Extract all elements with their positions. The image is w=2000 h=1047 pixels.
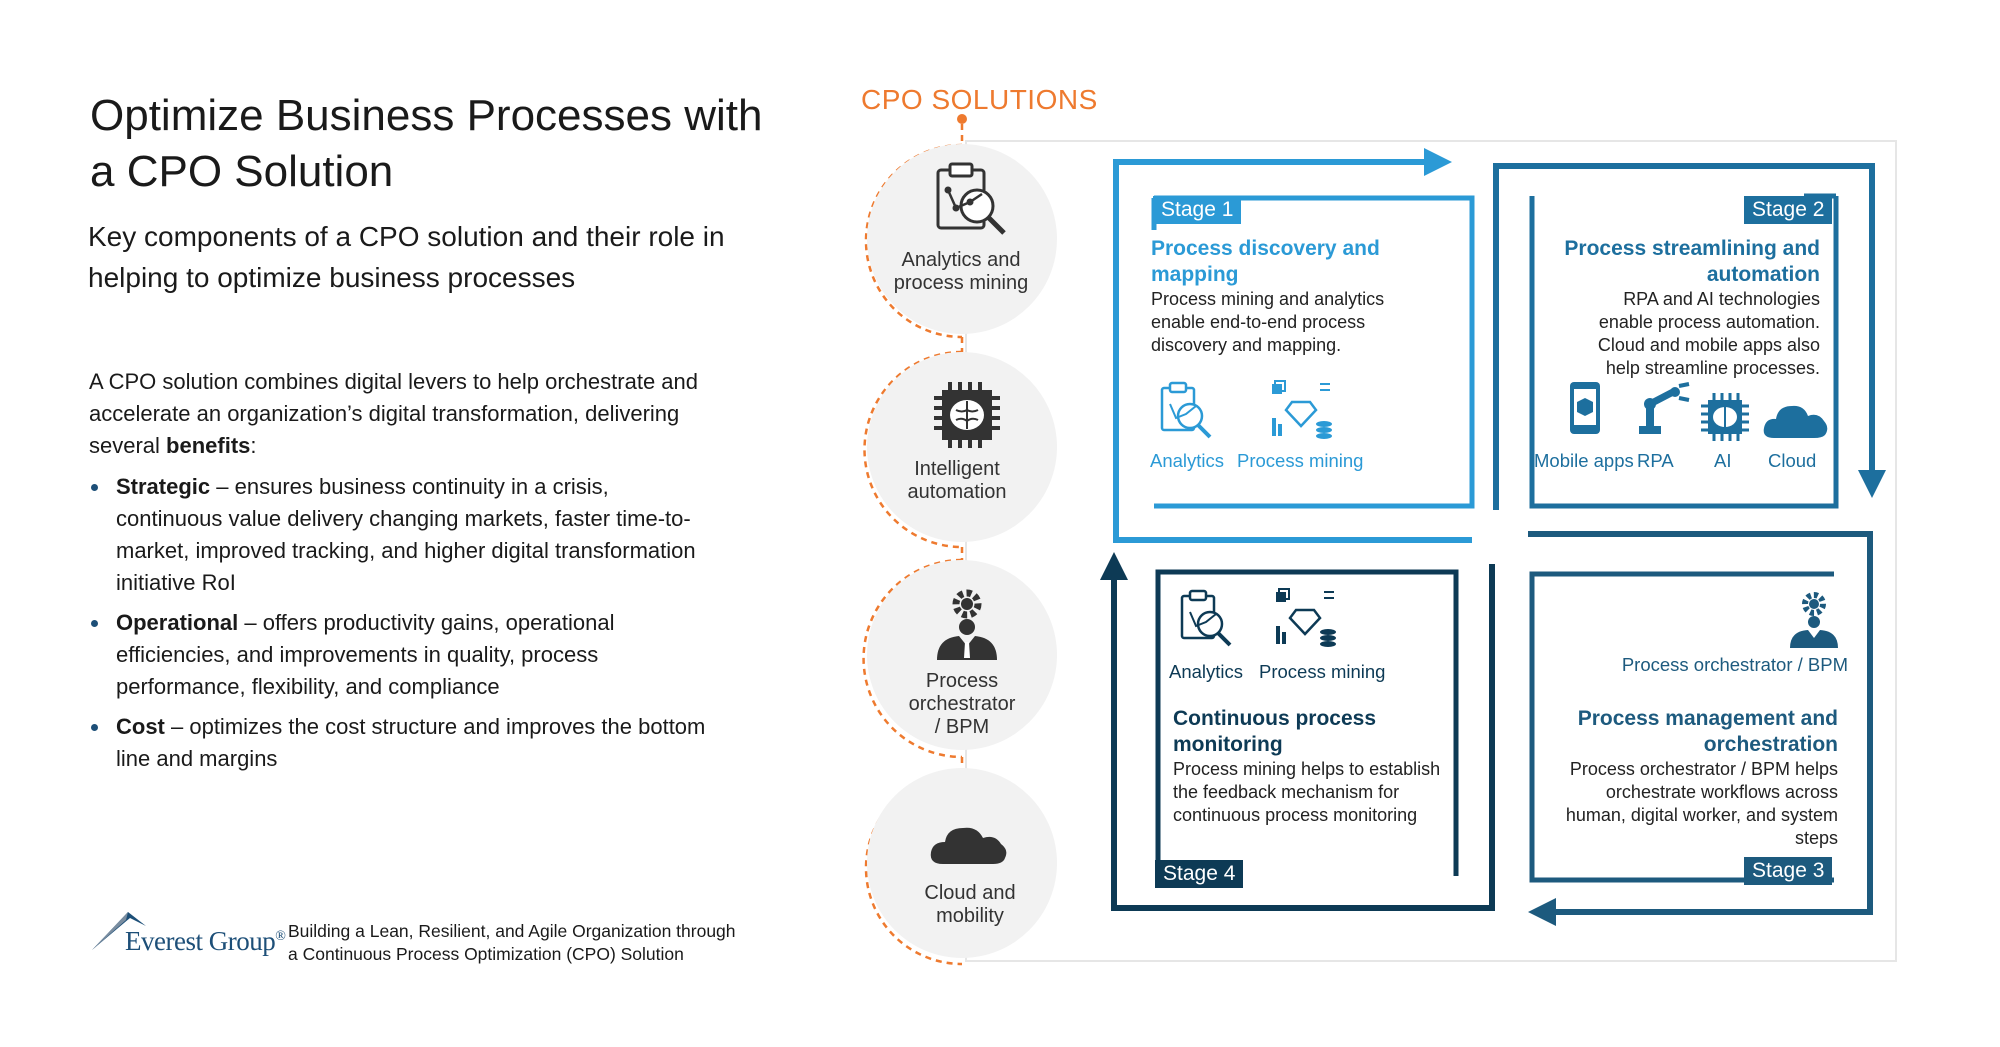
stage1-tag: Stage 1 bbox=[1153, 196, 1242, 224]
stage4-icon-label-analytics: Analytics bbox=[1169, 661, 1244, 682]
page-title: Optimize Business Processes with a CPO S… bbox=[90, 91, 763, 196]
footer-line2: a Continuous Process Optimization (CPO) … bbox=[288, 944, 684, 964]
clipboard-analytics-icon bbox=[936, 162, 1006, 235]
body-line: continuous process monitoring bbox=[1173, 805, 1418, 825]
body-line: Process mining helps to establish bbox=[1173, 759, 1441, 779]
stage1-icon-label-analytics: Analytics bbox=[1150, 450, 1225, 471]
label-line: Cloud and bbox=[924, 882, 1016, 904]
cpo-panel bbox=[965, 140, 1897, 962]
benefit-name: Operational bbox=[116, 610, 239, 635]
component-label-analytics: Analytics and process mining bbox=[871, 249, 1051, 295]
heading-line: Process discovery and bbox=[1151, 237, 1380, 260]
stage3-heading: Process management and orchestration bbox=[1500, 706, 1838, 758]
stage3-icon-label-orchestrator: Process orchestrator / BPM bbox=[1621, 654, 1848, 675]
label-line: process mining bbox=[893, 272, 1029, 294]
body-line: Process mining and analytics bbox=[1151, 289, 1385, 309]
label-line: mobility bbox=[936, 905, 1004, 927]
stage4-body: Process mining helps to establish the fe… bbox=[1173, 758, 1473, 827]
chip-brain-icon bbox=[934, 382, 1000, 448]
heading-line: monitoring bbox=[1173, 733, 1283, 756]
body-line: enable process automation. bbox=[1598, 312, 1820, 332]
orchestrator-icon bbox=[1790, 592, 1838, 648]
body-line: discovery and mapping. bbox=[1151, 335, 1342, 355]
body-line: RPA and AI technologies bbox=[1623, 289, 1820, 309]
logo-mark: ® bbox=[275, 929, 286, 944]
cpo-solutions-heading: CPO SOLUTIONS bbox=[861, 84, 1098, 115]
body-line: Cloud and mobile apps also bbox=[1597, 335, 1820, 355]
stage1-icon-label-mining: Process mining bbox=[1237, 450, 1364, 471]
everest-logo-text: Everest Group® bbox=[125, 926, 286, 957]
stage2-icon-label-mobile: Mobile apps bbox=[1534, 450, 1634, 471]
everest-logo-mountain-icon bbox=[92, 912, 146, 950]
component-label-orchestrator: Process orchestrator / BPM bbox=[872, 670, 1052, 739]
stage2-heading: Process streamlining and automation bbox=[1480, 236, 1820, 288]
heading-line: automation bbox=[1706, 263, 1820, 286]
intro-paragraph: A CPO solution combines digital levers t… bbox=[89, 366, 729, 462]
stage1-content: Process discovery and mapping Process min… bbox=[1151, 236, 1481, 357]
body-line: steps bbox=[1794, 828, 1838, 848]
heading-line: Process management and bbox=[1577, 707, 1838, 730]
stage2-body: RPA and AI technologies enable process a… bbox=[1480, 288, 1820, 380]
mobile-app-icon bbox=[1570, 382, 1600, 434]
benefit-name: Cost bbox=[116, 714, 165, 739]
label-line: automation bbox=[907, 481, 1007, 503]
label-line: Intelligent bbox=[914, 458, 1000, 480]
analytics-icon bbox=[1160, 381, 1212, 439]
footer-line1: Building a Lean, Resilient, and Agile Or… bbox=[288, 921, 736, 941]
cloud-icon bbox=[930, 827, 1007, 864]
orchestrator-person-icon bbox=[937, 589, 997, 660]
body-line: human, digital worker, and system bbox=[1565, 805, 1838, 825]
ai-chip-icon bbox=[1701, 393, 1749, 441]
label-line: Analytics and bbox=[901, 249, 1021, 271]
stage1-body: Process mining and analytics enable end-… bbox=[1151, 288, 1481, 357]
cloud-small-icon bbox=[1763, 405, 1828, 438]
analytics-icon-stage4 bbox=[1180, 589, 1232, 647]
intro-text: A CPO solution combines digital levers t… bbox=[89, 369, 698, 458]
heading-line: orchestration bbox=[1703, 733, 1838, 756]
stage4-tag: Stage 4 bbox=[1155, 860, 1244, 888]
component-label-cloud: Cloud and mobility bbox=[880, 882, 1060, 928]
stage-cycle-frames bbox=[1100, 148, 1886, 926]
process-mining-icon-stage4 bbox=[1276, 588, 1336, 647]
stage4-content: Continuous process monitoring Process min… bbox=[1173, 706, 1473, 827]
logo-name: Everest Group bbox=[125, 926, 276, 956]
benefit-strategic: Strategic – ensures business continuity … bbox=[89, 471, 709, 599]
footer-caption: Building a Lean, Resilient, and Agile Or… bbox=[288, 920, 808, 966]
heading-line: mapping bbox=[1151, 263, 1239, 286]
stage3-tag: Stage 3 bbox=[1744, 857, 1833, 885]
stage4-heading: Continuous process monitoring bbox=[1173, 706, 1473, 758]
label-line: Process bbox=[925, 670, 999, 692]
body-line: the feedback mechanism for bbox=[1173, 782, 1400, 802]
body-line: help streamline processes. bbox=[1605, 358, 1820, 378]
label-line: orchestrator bbox=[908, 693, 1016, 715]
component-label-automation: Intelligent automation bbox=[867, 458, 1047, 504]
benefit-cost: Cost – optimizes the cost structure and … bbox=[89, 711, 709, 775]
heading-line: Continuous process bbox=[1173, 707, 1377, 730]
rpa-robot-arm-icon bbox=[1639, 382, 1690, 434]
body-line: orchestrate workflows across bbox=[1605, 782, 1838, 802]
stage4-icon-label-mining: Process mining bbox=[1259, 661, 1386, 682]
benefit-text: – optimizes the cost structure and impro… bbox=[116, 714, 706, 771]
heading-line: Process streamlining and bbox=[1564, 237, 1820, 260]
benefits-list: Strategic – ensures business continuity … bbox=[89, 471, 709, 783]
stage2-icon-label-rpa: RPA bbox=[1637, 450, 1674, 471]
benefit-text: – ensures business continuity in a crisi… bbox=[116, 474, 696, 595]
stage2-icon-label-ai: AI bbox=[1714, 450, 1732, 471]
page-subtitle: Key components of a CPO solution and the… bbox=[88, 221, 725, 293]
intro-end: : bbox=[250, 433, 257, 458]
process-mining-icon bbox=[1272, 380, 1332, 439]
stage2-tag: Stage 2 bbox=[1744, 196, 1833, 224]
intro-bold: benefits bbox=[166, 433, 251, 458]
stage2-icon-label-cloud: Cloud bbox=[1768, 450, 1817, 471]
stage1-heading: Process discovery and mapping bbox=[1151, 236, 1481, 288]
body-line: Process orchestrator / BPM helps bbox=[1569, 759, 1838, 779]
benefit-text: – offers productivity gains, operational… bbox=[116, 610, 615, 699]
body-line: enable end-to-end process bbox=[1151, 312, 1366, 332]
stage3-body: Process orchestrator / BPM helps orchest… bbox=[1500, 758, 1838, 850]
stage3-content: Process management and orchestration Proc… bbox=[1500, 706, 1838, 850]
label-line: / BPM bbox=[934, 716, 990, 738]
benefit-operational: Operational – offers productivity gains,… bbox=[89, 607, 709, 703]
benefit-name: Strategic bbox=[116, 474, 211, 499]
stage2-content: Process streamlining and automation RPA a… bbox=[1480, 236, 1820, 380]
